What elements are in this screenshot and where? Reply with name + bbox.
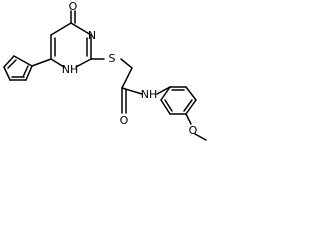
bond (164, 99, 173, 112)
bond (160, 99, 171, 115)
atom-label-amide-oxygen: O (120, 114, 129, 127)
bond (185, 99, 197, 115)
atom-label-amide-nh: NH (141, 88, 158, 101)
bond (185, 86, 197, 101)
bond (160, 86, 171, 101)
bond (75, 58, 92, 68)
bond (50, 58, 65, 68)
bond (185, 113, 192, 125)
bond (3, 55, 15, 68)
bond (156, 86, 171, 95)
bond (22, 65, 29, 78)
atom-label-carbonyl-oxygen: O (69, 0, 78, 13)
bond (13, 55, 33, 67)
atom-labels: O N NH S O NH O (62, 0, 198, 137)
bond (121, 67, 133, 89)
bond (25, 65, 33, 81)
atom-label-sulfur: S (109, 52, 116, 65)
molecule-structure: O N NH S O NH O (3, 0, 207, 141)
bond (31, 58, 52, 67)
bond (50, 22, 72, 36)
atom-label-ring-nh: NH (62, 63, 79, 76)
atom-label-ring-nitrogen: N (88, 29, 96, 42)
bond-lines (3, 10, 207, 141)
bond (3, 66, 11, 81)
bond (121, 87, 143, 95)
bond (7, 59, 17, 69)
bond (194, 133, 207, 141)
bond (70, 22, 92, 36)
bond (120, 58, 133, 69)
bond (183, 99, 193, 112)
atom-label-methoxy-oxygen: O (189, 124, 198, 137)
